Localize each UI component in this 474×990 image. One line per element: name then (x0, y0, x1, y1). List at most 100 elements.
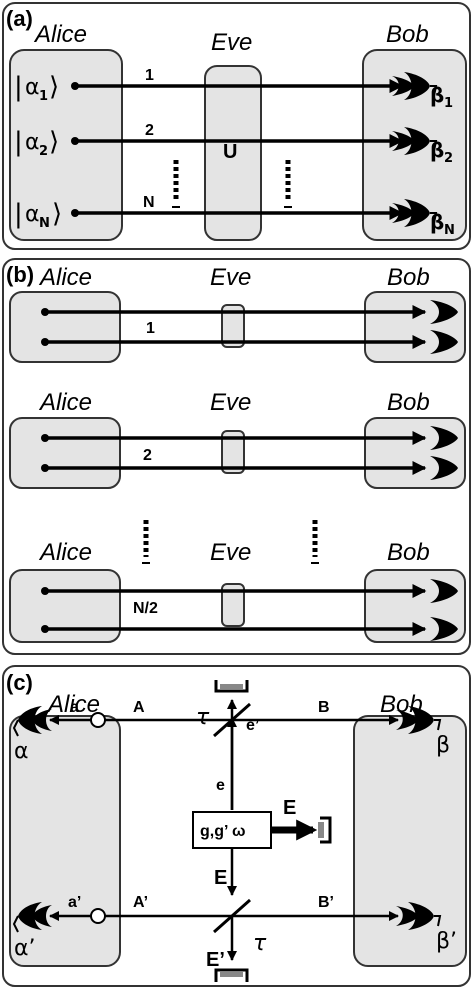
pair-label: N/2 (133, 600, 158, 617)
svg-text:⟩: ⟩ (49, 127, 59, 157)
outcome-n: β N (430, 210, 455, 238)
beta-label: β (436, 733, 450, 758)
bottom-detector-icon (214, 968, 249, 982)
eve-source-box (192, 811, 272, 849)
E-out-label: E (283, 797, 296, 819)
mode-A2-label: A’ (133, 894, 148, 911)
outcome-2: β 2 (430, 138, 453, 166)
mode-a-label: a (70, 699, 79, 716)
pair-label: 1 (146, 320, 155, 337)
alpha2-label: α’ (14, 936, 36, 961)
panel-b-label: (b) (6, 262, 34, 287)
bob-label: Bob (387, 389, 430, 416)
eve-box (221, 304, 245, 348)
pair-block-n2: Alice Eve Bob N/2 (9, 539, 466, 643)
e-label: e (216, 777, 225, 794)
alice-box (9, 49, 123, 241)
bob-label: Bob (387, 539, 430, 566)
channel-1-label: 1 (145, 67, 154, 84)
alpha-label: α (14, 739, 29, 764)
panel-b: (b) Alice Eve Bob 1 Alice Eve Bob (2, 258, 471, 655)
svg-text:N: N (444, 223, 455, 238)
state-ket-n: | α N ⟩ (14, 199, 62, 231)
alice-label: Alice (38, 539, 92, 566)
alice-box (9, 569, 121, 643)
detector-icon (430, 300, 458, 324)
svg-text:β: β (430, 83, 444, 107)
eve-box (221, 583, 245, 627)
e-prime-label: e’ (246, 717, 259, 734)
eve-unitary-box (204, 65, 262, 241)
eve-detector-icon (320, 816, 332, 844)
alice-label: Alice (38, 389, 92, 416)
outcome-1: β 1 (430, 83, 453, 111)
alice-label: Alice (46, 691, 100, 718)
detector-1-icon (392, 72, 438, 100)
state-ket-2: | α 2 ⟩ (14, 127, 59, 159)
svg-text:1: 1 (444, 96, 453, 111)
alice-box (9, 417, 121, 489)
eve-label: Eve (210, 264, 251, 291)
source-top (90, 712, 106, 728)
mode-a2-label: a’ (68, 894, 81, 911)
detector-2-icon (392, 127, 438, 155)
alice-detector-bottom-icon (12, 902, 52, 933)
bob-label: Bob (387, 264, 430, 291)
alice-label: Alice (38, 264, 92, 291)
svg-text:α: α (25, 75, 40, 100)
bob-label: Bob (386, 21, 429, 48)
alice-detector-top-icon (12, 706, 52, 737)
alice-box (9, 291, 121, 363)
top-detector-icon (214, 680, 249, 693)
svg-text:|: | (14, 127, 23, 157)
eve-label: Eve (211, 29, 252, 56)
detector-icon (430, 456, 458, 480)
tau-top-label: τ (196, 705, 210, 730)
svg-text:α: α (25, 202, 40, 227)
channel-n-label: N (143, 194, 155, 211)
svg-text:N: N (39, 216, 50, 231)
mode-B2-label: B’ (318, 894, 334, 911)
bob-detector-top-icon (396, 706, 442, 734)
channel-2-label: 2 (145, 122, 154, 139)
E-prime-label: E’ (206, 949, 225, 971)
tau-bottom-label: τ (253, 931, 267, 956)
mode-A-label: A (133, 699, 145, 716)
detector-icon (430, 426, 458, 450)
state-ket-1: | α 1 ⟩ (14, 72, 59, 104)
panel-c-label: (c) (6, 670, 33, 695)
source-bottom (90, 908, 106, 924)
eve-label: Eve (210, 539, 251, 566)
pair-block-2: Alice Eve Bob 2 (9, 389, 466, 489)
eve-box (221, 430, 245, 474)
unitary-label: U (223, 141, 237, 163)
svg-text:α: α (25, 130, 40, 155)
svg-text:⟩: ⟩ (52, 199, 62, 229)
beta2-label: β’ (436, 929, 457, 954)
svg-text:|: | (14, 72, 23, 102)
mode-B-label: B (318, 699, 330, 716)
bob-box (364, 417, 466, 489)
svg-text:|: | (14, 199, 23, 229)
svg-text:β: β (430, 210, 444, 234)
bob-detector-bottom-icon (396, 902, 442, 930)
panel-a-label: (a) (6, 6, 33, 31)
detector-icon (430, 579, 458, 603)
svg-text:⟩: ⟩ (49, 72, 59, 102)
svg-text:2: 2 (39, 144, 48, 159)
eve-label: Eve (210, 389, 251, 416)
panel-a: (a) Alice Eve U Bob | α 1 ⟩ | α 2 ⟩ | α … (2, 2, 471, 250)
panel-c: (c) Alice Bob g,g’ ω (2, 665, 471, 987)
source-label: g,g’ ω (200, 823, 246, 840)
pair-block-1: Alice Eve Bob 1 (9, 264, 466, 363)
detector-icon (430, 330, 458, 354)
detector-icon (430, 617, 458, 641)
detector-n-icon (392, 199, 438, 227)
svg-text:1: 1 (39, 89, 48, 104)
alice-label: Alice (33, 21, 87, 48)
E-mid-label: E (214, 867, 227, 889)
bob-box (364, 291, 466, 363)
pair-label: 2 (143, 447, 152, 464)
